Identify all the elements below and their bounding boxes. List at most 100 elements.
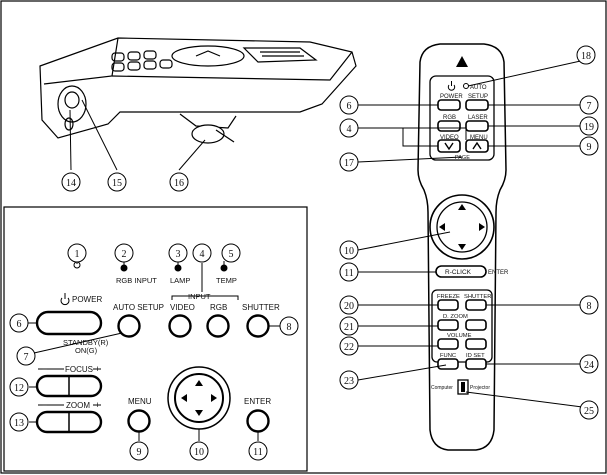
menu-label: MENU	[128, 397, 152, 406]
callout-4-panel: 4	[192, 243, 212, 263]
remote-setup-label: SETUP	[468, 94, 488, 100]
remote-r-click-label: R-CLICK	[445, 269, 472, 276]
svg-text:11: 11	[253, 447, 263, 458]
remote-d-zoom-minus-button[interactable]	[437, 319, 459, 331]
remote-video-label: VIDEO	[440, 135, 459, 141]
auto-setup-button[interactable]	[117, 314, 141, 338]
page-up-icon	[472, 141, 482, 150]
svg-text:18: 18	[581, 51, 591, 62]
remote-projector-label: Projector	[470, 385, 490, 391]
svg-text:25: 25	[584, 406, 594, 417]
svg-text:16: 16	[174, 178, 184, 189]
enter-button[interactable]	[246, 409, 270, 433]
svg-text:5: 5	[229, 249, 234, 260]
callout-15: 15	[107, 172, 127, 192]
enter-label: ENTER	[244, 397, 271, 406]
remote-computer-label: Computer	[431, 385, 453, 391]
power-button[interactable]	[35, 310, 103, 336]
svg-text:4: 4	[200, 249, 205, 260]
remote-power-label: POWER	[440, 94, 463, 100]
callout-9-remote: 9	[579, 136, 599, 156]
remote-arrow-left-icon	[439, 223, 445, 231]
lamp-indicator	[174, 264, 182, 272]
callout-8-remote: 8	[579, 295, 599, 315]
remote-volume-plus-button[interactable]	[465, 338, 487, 350]
remote-rgb-label: RGB	[443, 115, 456, 121]
callout-7-panel: 7	[16, 346, 36, 366]
svg-text:3: 3	[176, 249, 181, 260]
remote-control: AUTO POWER SETUP RGB LASER VIDEO MENU PA…	[417, 43, 509, 451]
direction-pad[interactable]	[174, 373, 224, 423]
menu-button[interactable]	[127, 409, 151, 433]
remote-freeze-button[interactable]	[437, 299, 459, 311]
callout-12: 12	[9, 377, 29, 397]
remote-id-set-button[interactable]	[465, 358, 487, 370]
remote-mode-switch-knob[interactable]	[461, 382, 465, 392]
svg-text:12: 12	[14, 383, 24, 394]
zoom-minus: −	[42, 400, 47, 410]
remote-d-zoom-plus-button[interactable]	[465, 319, 487, 331]
rgb-input-indicator	[120, 264, 128, 272]
video-button[interactable]	[168, 314, 192, 338]
rgb-label: RGB	[210, 303, 227, 312]
remote-rgb-button[interactable]	[437, 120, 461, 132]
svg-text:8: 8	[287, 322, 292, 333]
svg-text:9: 9	[587, 142, 592, 153]
svg-text:22: 22	[344, 342, 354, 353]
callout-1: 1	[67, 243, 87, 263]
auto-setup-label: AUTO SETUP	[113, 303, 164, 312]
callout-21: 21	[339, 316, 359, 336]
remote-func-button[interactable]	[437, 358, 459, 370]
svg-text:14: 14	[66, 178, 76, 189]
svg-text:13: 13	[14, 418, 24, 429]
remote-d-zoom-label: D. ZOOM	[443, 314, 468, 320]
remote-laser-button[interactable]	[465, 120, 489, 132]
remote-auto-setup-button[interactable]	[465, 99, 489, 111]
callout-16: 16	[169, 172, 189, 192]
callout-22: 22	[339, 336, 359, 356]
callout-5: 5	[221, 243, 241, 263]
remote-shutter-button[interactable]	[465, 299, 487, 311]
remote-disc-pad[interactable]	[436, 201, 488, 253]
leader-lines	[28, 57, 595, 441]
remote-arrow-down-icon	[458, 244, 466, 250]
remote-enter-label: ENTER	[488, 270, 509, 276]
shutter-button[interactable]	[246, 314, 270, 338]
arrow-left-icon[interactable]	[181, 394, 187, 402]
svg-text:9: 9	[137, 447, 142, 458]
remote-freeze-label: FREEZE	[437, 294, 460, 300]
zoom-label: ZOOM	[66, 401, 90, 410]
svg-text:15: 15	[112, 178, 122, 189]
remote-power-button[interactable]	[437, 99, 461, 111]
rgb-button[interactable]	[206, 314, 230, 338]
callout-13: 13	[9, 412, 29, 432]
callout-8-panel: 8	[279, 316, 299, 336]
video-label: VIDEO	[170, 303, 195, 312]
arrow-up-icon[interactable]	[195, 380, 203, 386]
power-icon	[60, 293, 70, 306]
arrow-down-icon[interactable]	[195, 410, 203, 416]
arrow-right-icon[interactable]	[211, 394, 217, 402]
callout-19: 19	[579, 116, 599, 136]
remote-arrow-right-icon	[479, 223, 485, 231]
remote-menu-label: MENU	[470, 135, 488, 141]
temp-label: TEMP	[216, 276, 237, 285]
callout-14: 14	[61, 172, 81, 192]
callout-11-panel: 11	[248, 441, 268, 461]
callout-7-remote: 7	[579, 95, 599, 115]
page-down-icon	[444, 142, 454, 151]
remote-volume-minus-button[interactable]	[437, 338, 459, 350]
callout-4-remote: 4	[339, 118, 359, 138]
remote-id-set-label: ID SET	[466, 353, 485, 359]
svg-text:6: 6	[347, 101, 352, 112]
power-label: POWER	[72, 295, 102, 304]
laser-warning-icon	[456, 56, 468, 67]
svg-text:21: 21	[344, 322, 354, 333]
svg-text:6: 6	[17, 319, 22, 330]
remote-func-label: FUNC	[440, 353, 456, 359]
svg-text:4: 4	[347, 124, 352, 135]
svg-text:24: 24	[584, 360, 594, 371]
callout-17: 17	[339, 152, 359, 172]
